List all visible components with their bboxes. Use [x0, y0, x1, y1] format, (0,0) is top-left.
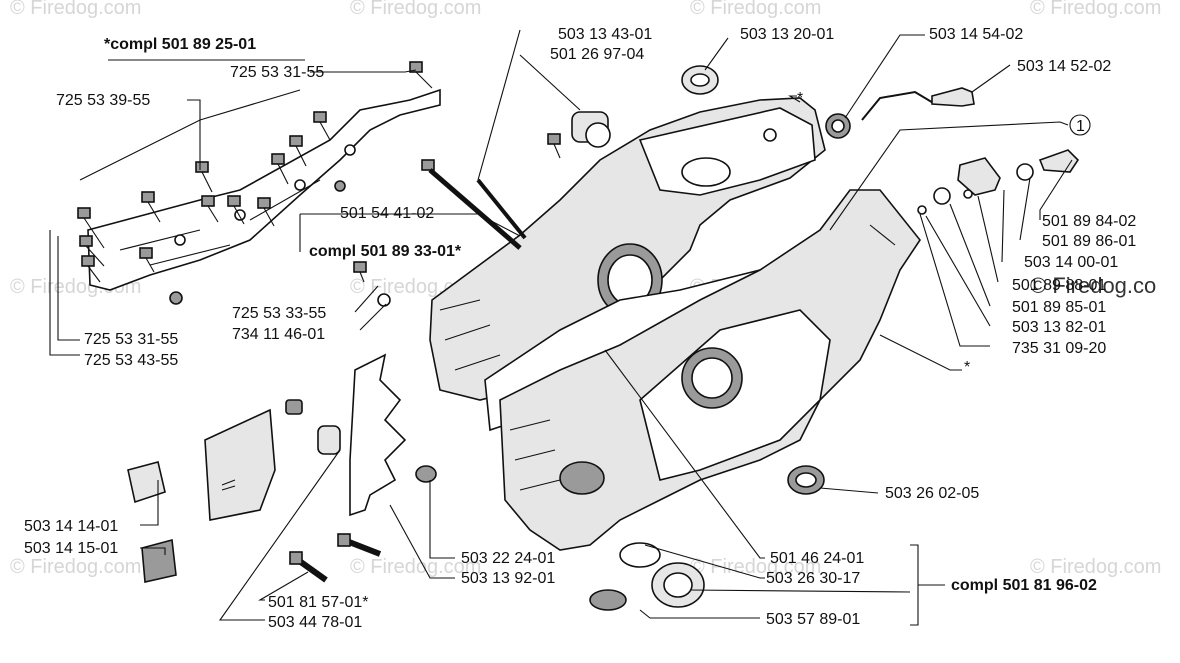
assembly-heading-top-left: *compl 501 89 25-01	[104, 36, 256, 53]
bearing-part	[571, 111, 611, 148]
oil-pipe-part	[861, 87, 975, 121]
knob-part	[141, 538, 177, 583]
part-label: 725 53 39-55	[56, 92, 150, 109]
part-label: 503 44 78-01	[268, 614, 362, 631]
part-label: 725 53 31-55	[84, 331, 178, 348]
part-label: 725 53 43-55	[84, 352, 178, 369]
bolt	[201, 195, 219, 223]
part-label: 501 81 57-01*	[268, 594, 369, 611]
bolt	[271, 153, 289, 185]
watermark-overlay-text: © Firedog.co	[1030, 273, 1156, 298]
bolt-drawings	[77, 61, 561, 307]
part-label: 503 14 52-02	[1017, 58, 1111, 75]
spike-bumper-part	[349, 353, 407, 517]
part-label: 735 31 09-20	[1012, 340, 1106, 357]
part-label: 734 11 46-01	[232, 326, 325, 343]
seal-ring-part	[825, 113, 851, 139]
part-label: 501 89 88-01	[1012, 277, 1106, 294]
grommet-part	[681, 65, 719, 95]
callout-circle	[1069, 114, 1091, 136]
right-parts-drawing	[917, 149, 1080, 215]
bolt	[77, 207, 105, 249]
bolt	[227, 195, 245, 225]
asterisk-marker: *	[797, 90, 803, 107]
part-label: 503 57 89-01	[766, 611, 860, 628]
part-label: 503 26 02-05	[885, 485, 979, 502]
top-parts-drawing	[571, 65, 975, 148]
part-label: 503 13 82-01	[1012, 319, 1106, 336]
bolt	[257, 197, 275, 227]
watermark-text: © Firedog.com	[690, 556, 821, 578]
lower-left-parts-drawing	[127, 353, 437, 583]
assembly-heading-right: compl 501 81 96-02	[951, 577, 1097, 594]
bolt	[79, 235, 105, 267]
screw-part	[289, 551, 328, 583]
bolt	[285, 399, 303, 415]
part-label: 503 13 43-01	[558, 26, 652, 43]
nut	[169, 291, 183, 305]
long-bolt-drawing	[421, 159, 527, 250]
spacer-part	[317, 425, 341, 455]
part-label: 503 13 92-01	[461, 570, 555, 587]
part-label: 501 89 84-02	[1042, 213, 1136, 230]
bolt	[289, 135, 307, 167]
bolt	[195, 161, 213, 193]
assembly-heading-mid: compl 501 89 33-01*	[309, 243, 462, 260]
part-label: 501 46 24-01	[770, 550, 864, 567]
bolt	[313, 111, 331, 141]
strap-part	[589, 589, 627, 611]
leader-lines	[49, 29, 1091, 626]
bolt	[547, 133, 561, 159]
watermark-text: © Firedog.com	[1030, 556, 1161, 578]
washer	[377, 293, 391, 307]
watermark-text: © Firedog.com	[350, 0, 481, 19]
lower-right-parts-drawing	[589, 465, 825, 611]
o-ring-part	[619, 542, 661, 568]
cover-plate-drawing	[87, 88, 441, 291]
watermark-text: © Firedog.com	[10, 556, 141, 578]
bolt	[139, 247, 155, 273]
watermark-text: © Firedog.com	[350, 556, 481, 578]
nut	[415, 465, 437, 483]
callout-number: 1	[1076, 118, 1085, 135]
watermark-text: © Firedog.com	[1030, 0, 1161, 19]
part-label: 501 89 86-01	[1042, 233, 1136, 250]
part-label: 503 14 00-01	[1024, 254, 1118, 271]
knob-part	[127, 461, 166, 504]
bolt	[81, 255, 101, 283]
bolt	[409, 61, 433, 89]
part-label: 501 26 97-04	[550, 46, 644, 63]
part-label: 503 26 30-17	[766, 570, 860, 587]
part-label: 503 14 54-02	[929, 26, 1023, 43]
plate-part	[204, 408, 276, 521]
part-label: 503 22 24-01	[461, 550, 555, 567]
oil-cap-part	[651, 562, 705, 608]
part-label: 503 14 14-01	[24, 518, 118, 535]
crankcase-lower-drawing	[499, 189, 921, 551]
bolt	[141, 191, 161, 223]
watermark-text: © Firedog.com	[690, 0, 821, 19]
part-label: 501 89 85-01	[1012, 299, 1106, 316]
watermark-text: © Firedog.com	[10, 0, 141, 19]
part-label: 503 13 20-01	[740, 26, 834, 43]
part-label: 725 53 33-55	[232, 305, 326, 322]
asterisk-marker: *	[964, 359, 970, 376]
part-label: 725 53 31-55	[230, 64, 324, 81]
nut	[334, 180, 346, 192]
screw-part	[337, 533, 382, 557]
part-label: 503 14 15-01	[24, 540, 118, 557]
part-label: 501 54 41-02	[340, 205, 434, 222]
bolt	[353, 261, 367, 283]
